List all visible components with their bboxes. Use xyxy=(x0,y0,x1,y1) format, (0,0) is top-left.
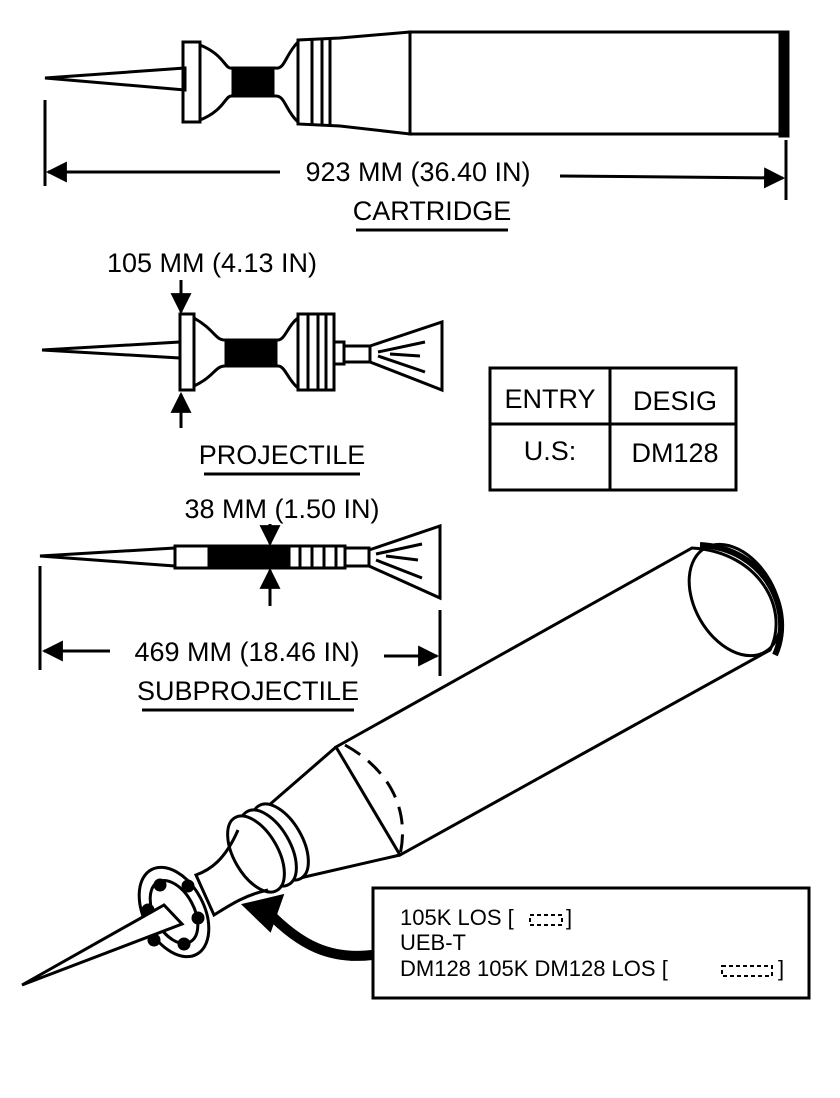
table-header-desig: DESIG xyxy=(633,386,717,416)
projectile-rear-collar xyxy=(296,312,336,392)
marking-line-3-end: ] xyxy=(778,956,784,981)
marking-line-1-end: ] xyxy=(566,905,572,930)
cartridge-base-rim xyxy=(778,30,790,138)
perspective-front-sabot xyxy=(137,865,211,959)
cartridge-length-label: 923 MM (36.40 IN) xyxy=(305,157,530,187)
cartridge-perspective-drawing xyxy=(21,542,785,987)
projectile-penetrator-tip xyxy=(41,340,182,360)
cartridge-shoulder xyxy=(296,30,412,136)
cartridge-front-flange xyxy=(181,40,202,124)
projectile-band xyxy=(224,338,278,368)
cartridge-drawing xyxy=(43,30,790,200)
perspective-penetrator-tip xyxy=(21,903,185,987)
table-cell-desig: DM128 xyxy=(631,438,718,468)
markings-box xyxy=(371,886,811,1000)
projectile-fin xyxy=(368,319,444,393)
subprojectile-diameter-label: 38 MM (1.50 IN) xyxy=(184,494,379,524)
designation-table xyxy=(488,366,738,492)
subprojectile-length-label: 469 MM (18.46 IN) xyxy=(134,637,359,667)
projectile-diameter-label: 105 MM (4.13 IN) xyxy=(107,248,317,278)
marking-placeholder-1 xyxy=(529,914,563,926)
marking-placeholder-3 xyxy=(721,965,773,977)
cartridge-case xyxy=(408,30,787,136)
subprojectile-fin xyxy=(367,523,442,601)
marking-line-3: DM128 105K DM128 LOS [ xyxy=(400,956,668,981)
marking-line-1: 105K LOS [ xyxy=(400,905,514,930)
subprojectile-title: SUBPROJECTILE xyxy=(137,676,359,706)
cartridge-title: CARTRIDGE xyxy=(353,196,512,226)
marking-line-2: UEB-T xyxy=(400,930,466,955)
pointer-arrow xyxy=(240,893,285,933)
table-cell-entry: U.S: xyxy=(524,436,577,466)
cartridge-penetrator-tip xyxy=(44,66,187,92)
perspective-case xyxy=(333,546,778,858)
projectile-title: PROJECTILE xyxy=(199,440,366,470)
subprojectile-body-dark xyxy=(207,544,291,570)
table-header-entry: ENTRY xyxy=(504,384,595,414)
projectile-drawing xyxy=(41,280,444,428)
subprojectile-drawing xyxy=(38,523,442,676)
subprojectile-tip xyxy=(39,546,177,568)
cartridge-band xyxy=(231,66,275,98)
projectile-front-flange xyxy=(178,312,196,392)
